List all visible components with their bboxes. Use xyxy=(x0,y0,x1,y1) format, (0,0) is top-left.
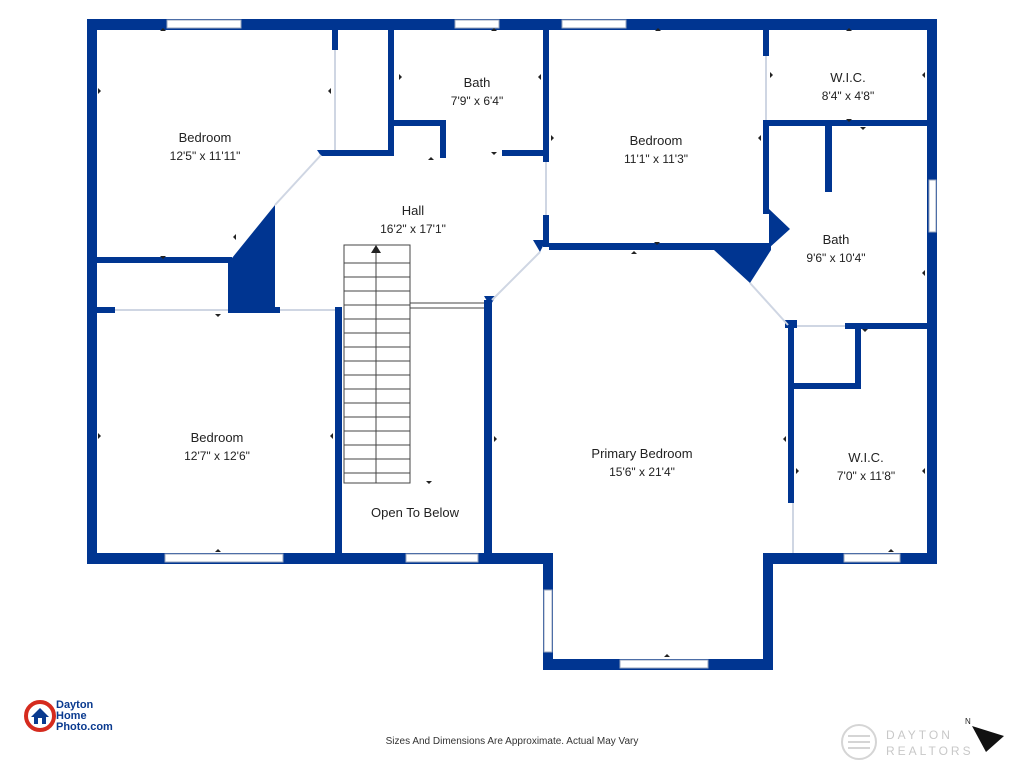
room-dims-primary-bedroom: 15'6" x 21'4" xyxy=(609,465,675,479)
room-name-bedroom-ne: Bedroom xyxy=(630,133,683,148)
logo-line-1: Dayton xyxy=(56,699,94,711)
staircase xyxy=(343,244,484,484)
room-name-bath-right: Bath xyxy=(823,232,850,247)
disclaimer-text: Sizes And Dimensions Are Approximate. Ac… xyxy=(385,736,639,747)
room-dims-bedroom-ne: 11'1" x 11'3" xyxy=(624,152,688,166)
north-arrow-icon: N xyxy=(965,717,1004,752)
room-name-wic-se: W.I.C. xyxy=(848,450,883,465)
room-labels: Bedroom 12'5" x 11'11" Bath 7'9" x 6'4" … xyxy=(170,70,895,520)
realtors-logo-icon xyxy=(841,724,877,760)
logo-text: Dayton Home Photo.com xyxy=(56,700,113,733)
dimension-markers xyxy=(98,28,925,657)
room-dims-bedroom-nw: 12'5" x 11'11" xyxy=(170,149,241,163)
house-icon xyxy=(24,700,56,732)
room-dims-bath-right: 9'6" x 10'4" xyxy=(806,251,865,265)
watermark-line-1: DAYTON xyxy=(886,728,953,742)
exterior-walls xyxy=(87,19,937,670)
room-dims-wic-se: 7'0" x 11'8" xyxy=(837,469,895,483)
room-name-wic-ne: W.I.C. xyxy=(830,70,865,85)
logo-line-3: Photo.com xyxy=(56,721,113,733)
logo-line-2: Home xyxy=(56,710,87,722)
watermark-line-2: REALTORS xyxy=(886,744,974,758)
room-name-bath-top: Bath xyxy=(464,75,491,90)
dayton-home-photo-logo: Dayton Home Photo.com xyxy=(24,698,154,734)
windows xyxy=(164,19,937,669)
room-name-bedroom-nw: Bedroom xyxy=(179,130,232,145)
room-name-bedroom-sw: Bedroom xyxy=(191,430,244,445)
room-name-hall: Hall xyxy=(402,203,425,218)
interior-walls xyxy=(97,30,927,560)
door-openings xyxy=(115,50,845,553)
realtors-watermark: DAYTON REALTORS xyxy=(836,722,986,766)
compass-label: N xyxy=(965,717,971,726)
stair-arrow-icon xyxy=(371,245,381,253)
room-name-primary-bedroom: Primary Bedroom xyxy=(591,446,692,461)
room-dims-wic-ne: 8'4" x 4'8" xyxy=(822,89,874,103)
room-dims-hall: 16'2" x 17'1" xyxy=(380,222,446,236)
room-dims-bedroom-sw: 12'7" x 12'6" xyxy=(184,449,250,463)
room-name-open-below: Open To Below xyxy=(371,505,460,520)
room-dims-bath-top: 7'9" x 6'4" xyxy=(451,94,503,108)
